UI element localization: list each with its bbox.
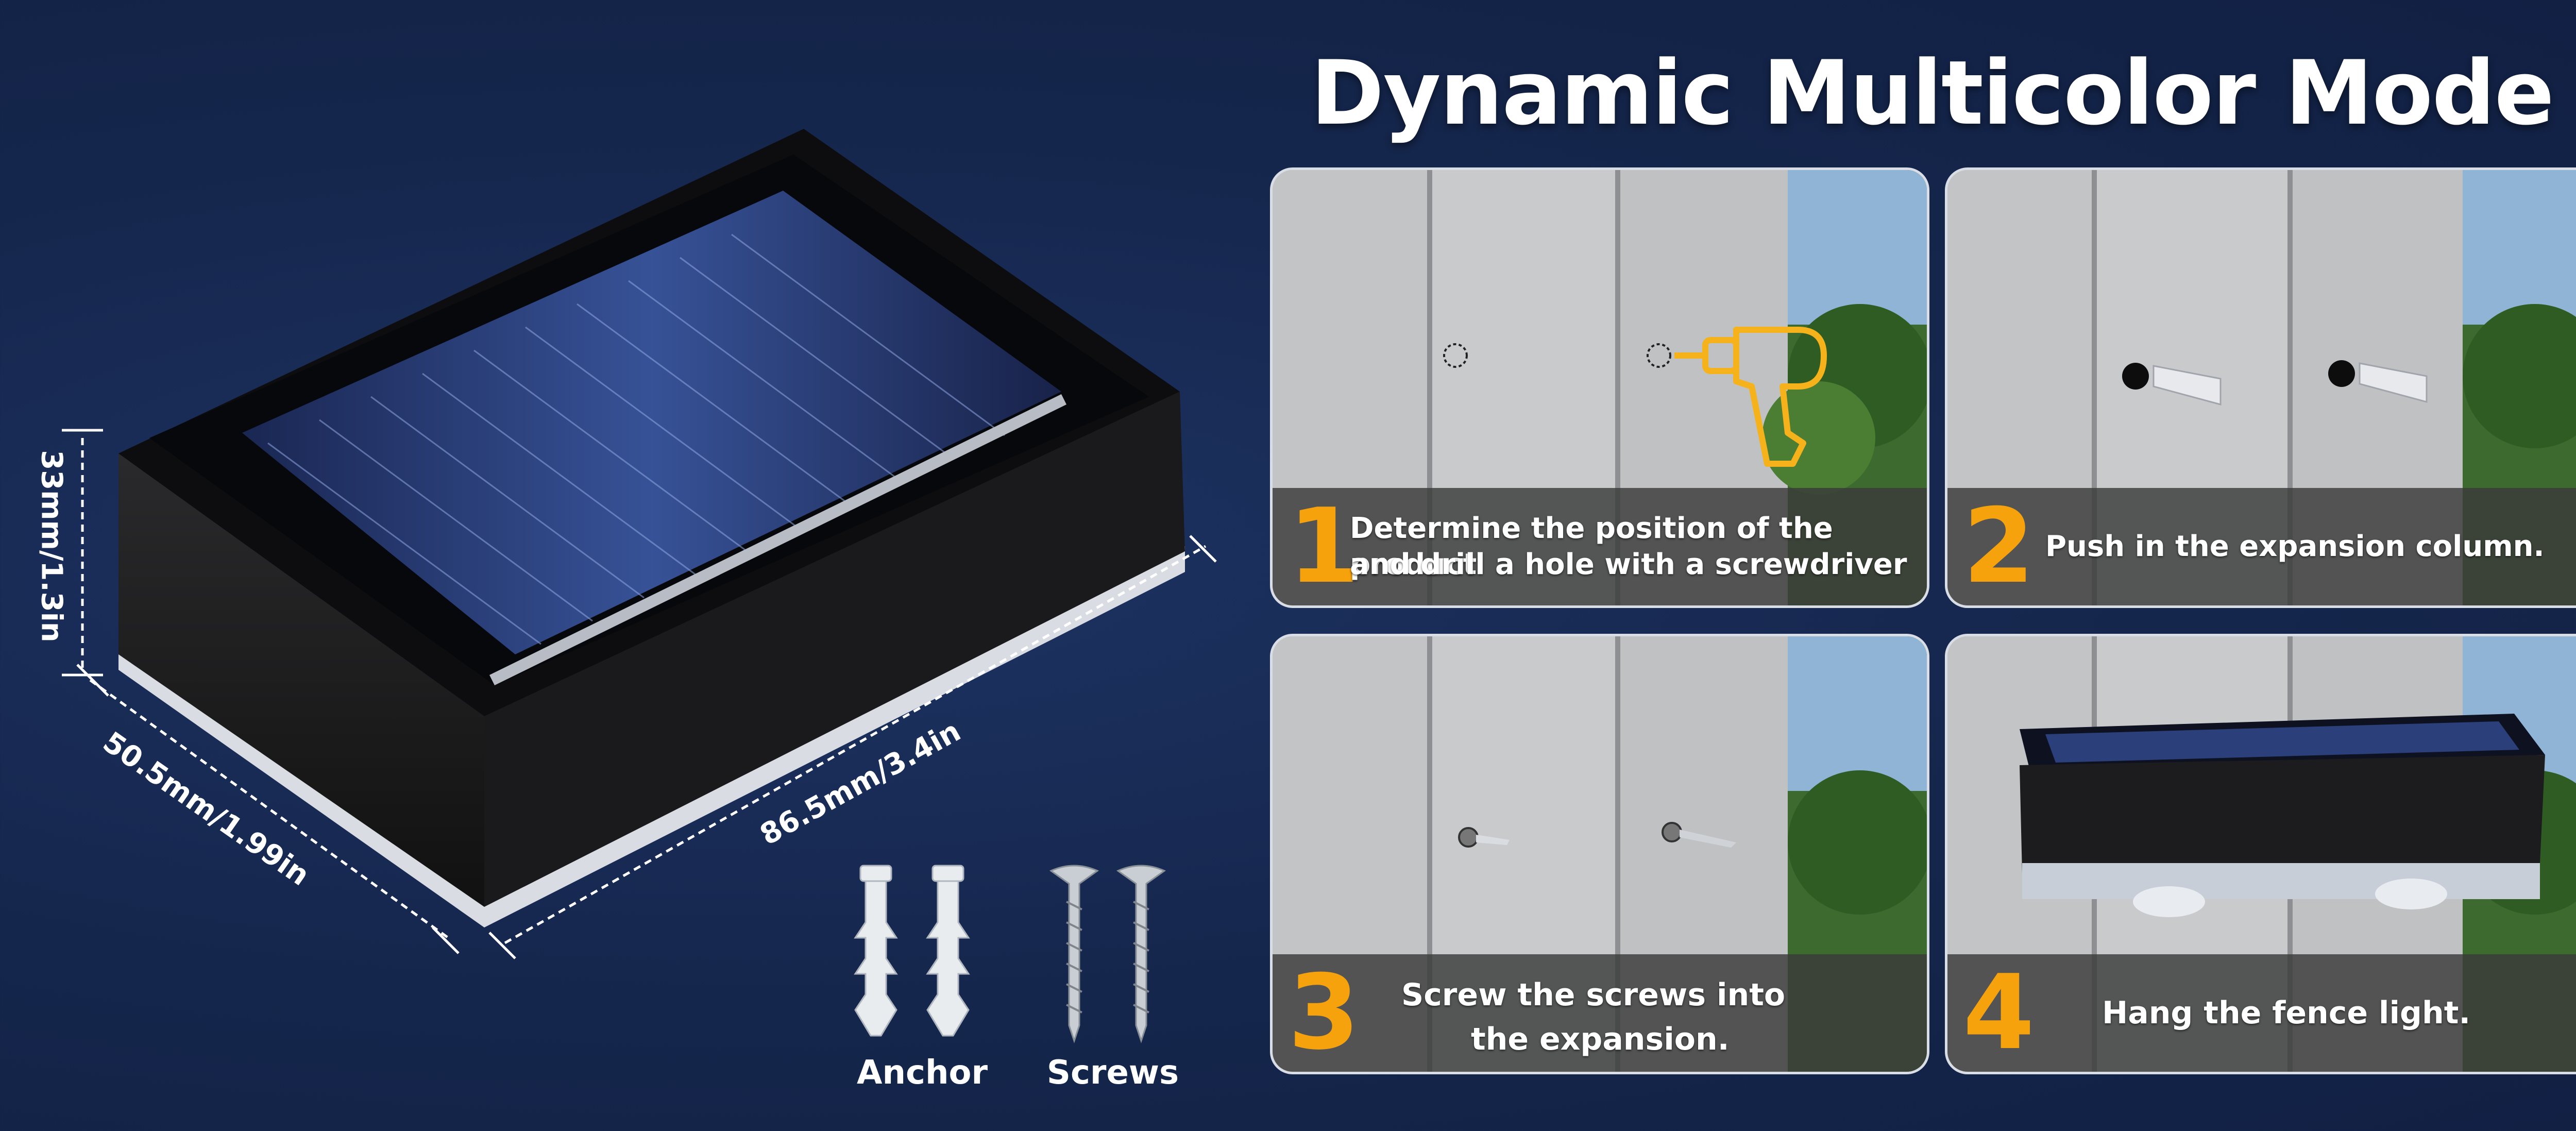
height-dimension-label: 33mm/1.3in [35,450,69,643]
step-3-panel: 3 Screw the screws into the expansion. [1270,634,1929,1074]
step-2-line-1: Push in the expansion column. [2045,530,2545,563]
step-3-caption: 3 Screw the screws into the expansion. [1273,954,1927,1072]
step-3-number: 3 [1288,953,1360,1073]
step-1-panel: 1 Determine the position of the product … [1270,167,1929,608]
page-title: Dynamic Multicolor Mode [1310,41,2554,145]
step-4-panel: 4 Hang the fence light. [1945,634,2576,1074]
step-2-panel: 2 Push in the expansion column. [1945,167,2576,608]
step-2-number: 2 [1963,486,2035,606]
step-1-line-1: Determine the position of the product [1350,512,1833,581]
solar-light-product [62,129,1217,959]
step-1-caption: 1 Determine the position of the product … [1273,488,1927,605]
step-4-caption: 4 Hang the fence light. [1947,954,2576,1072]
step-2-caption: 2 Push in the expansion column. [1947,488,2576,605]
step-1-line-2: and drill a hole with a screwdriver [1350,548,1907,581]
step-4-number: 4 [1963,953,2035,1073]
step-1-number: 1 [1288,486,1360,606]
step-3-line-2: the expansion. [1471,1021,1730,1057]
step-4-line-1: Hang the fence light. [2102,995,2471,1031]
anchor-label: Anchor [856,1054,988,1092]
anchor-icon [854,865,970,1037]
screws-label: Screws [1046,1054,1179,1092]
step-3-line-1: Screw the screws into [1401,977,1786,1013]
drill-icon [1674,327,1827,467]
screw-icon [1049,865,1166,1043]
